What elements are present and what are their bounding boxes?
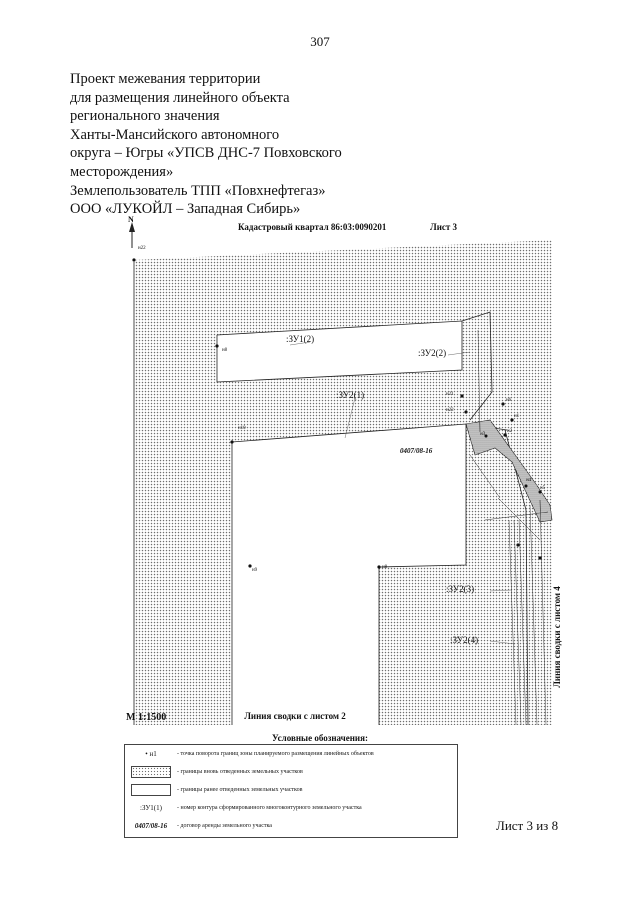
heading-line: Проект межевания территории xyxy=(70,71,261,87)
hatched-territory xyxy=(134,240,552,725)
point-label: н9 xyxy=(252,568,258,573)
outline-swatch-icon xyxy=(131,784,171,796)
plot-label: :ЗУ2(4) xyxy=(450,635,479,645)
heading-line: ООО «ЛУКОЙЛ – Западная Сибирь» xyxy=(70,201,301,218)
heading-line: Ханты-Мансийского автономного xyxy=(70,126,280,143)
heading-line: Землепользователь ТПП «Повхнефтегаз» xyxy=(70,182,326,199)
legend-text: - точка поворота границ зоны планируемог… xyxy=(177,751,374,757)
point-label: н22 xyxy=(138,246,146,251)
lease-contract-label: 0407/08-16 xyxy=(400,447,433,455)
point-label: н5 xyxy=(540,486,546,491)
legend-text: - границы вновь отведенных земельных уча… xyxy=(177,769,303,775)
document-heading: Проект межевания территории для размещен… xyxy=(70,70,342,219)
heading-line: месторождения» xyxy=(70,163,174,180)
hatched-swatch-icon xyxy=(131,766,171,778)
north-label: N xyxy=(128,215,134,224)
plot-label: :ЗУ1(2) xyxy=(286,334,315,344)
map-scale: М 1:1500 xyxy=(126,712,167,723)
north-arrow-icon xyxy=(129,222,135,248)
point-symbol-icon: • н1 xyxy=(145,750,157,758)
point-label: н22 xyxy=(446,408,454,413)
plot-label: :ЗУ2(1) xyxy=(336,390,365,400)
heading-line: округа – Югры «УПСВ ДНС-7 Повховского xyxy=(70,145,342,162)
legend-row: - границы ранее отведенных земельных уча… xyxy=(125,781,457,799)
legend: • н1 - точка поворота границ зоны планир… xyxy=(124,744,458,838)
point-label: н4 xyxy=(526,478,532,483)
point-label: н6 xyxy=(506,398,512,403)
plot-label: :ЗУ2(2) xyxy=(418,348,447,358)
seam-line-label-right: Линия сводки с листом 4 xyxy=(552,586,562,688)
point-label: н8 xyxy=(382,565,388,570)
map-sheet-label: Лист 3 xyxy=(430,222,458,232)
cadastral-quarter-label: Кадастровый квартал 86:03:0090201 xyxy=(238,222,387,232)
plot-number-symbol: :ЗУ1(1) xyxy=(140,804,162,812)
point-label: н21 xyxy=(446,392,454,397)
legend-text: - договор аренды земельного участка xyxy=(177,823,272,829)
heading-line: регионального значения xyxy=(70,108,220,125)
heading-line: для размещения линейного объекта xyxy=(70,89,290,106)
legend-row: 0407/08-16 - договор аренды земельного у… xyxy=(125,817,457,835)
lease-contract-symbol: 0407/08-16 xyxy=(134,822,168,830)
point-label: н1 xyxy=(514,414,520,419)
turning-points xyxy=(132,258,542,569)
pipeline-lines xyxy=(469,329,549,726)
legend-text: - номер контура сформированного многокон… xyxy=(177,805,362,811)
point-label: н2 xyxy=(507,429,513,434)
legend-row: • н1 - точка поворота границ зоны планир… xyxy=(125,745,457,763)
legend-row: :ЗУ1(1) - номер контура сформированного … xyxy=(125,799,457,817)
plot-label: :ЗУ2(3) xyxy=(446,584,475,594)
seam-line-label-bottom: Линия сводки с листом 2 xyxy=(244,711,346,721)
leader-lines xyxy=(289,341,516,645)
page-number: 307 xyxy=(310,34,330,49)
linear-object-corridor xyxy=(465,419,553,523)
legend-title: Условные обозначения: xyxy=(272,733,368,743)
legend-text: - границы ранее отведенных земельных уча… xyxy=(177,787,303,793)
point-label: н3 xyxy=(480,432,486,437)
legend-row: - границы вновь отведенных земельных уча… xyxy=(125,763,457,781)
point-label: н8 xyxy=(222,348,228,353)
sheet-footer: Лист 3 из 8 xyxy=(496,818,559,833)
point-label: н10 xyxy=(238,426,246,431)
